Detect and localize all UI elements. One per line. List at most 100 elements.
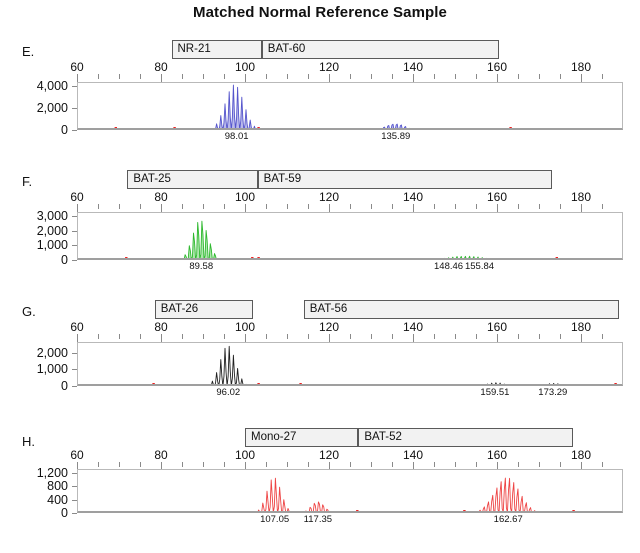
y-tick-label: 1,000 xyxy=(36,362,68,377)
x-tick-minor xyxy=(287,334,288,339)
x-tick-minor xyxy=(119,462,120,467)
electropherogram-plot[interactable] xyxy=(77,82,623,130)
x-tick-minor xyxy=(308,462,309,467)
x-tick-minor xyxy=(182,74,183,79)
electropherogram-plot[interactable] xyxy=(77,469,623,513)
x-tick-minor xyxy=(98,204,99,209)
x-tick-minor xyxy=(287,74,288,79)
x-tick-label: 180 xyxy=(570,320,592,334)
x-tick-minor xyxy=(539,334,540,339)
x-tick-label: 140 xyxy=(402,60,424,74)
x-tick-minor xyxy=(602,204,603,209)
x-tick-minor xyxy=(518,204,519,209)
x-tick-minor xyxy=(224,204,225,209)
trace-svg xyxy=(125,220,558,258)
x-tick-label: 160 xyxy=(486,190,508,204)
electropherogram-plot[interactable] xyxy=(77,342,623,386)
x-tick-label: 160 xyxy=(486,60,508,74)
x-tick-major xyxy=(161,204,162,212)
marker-label-box[interactable]: BAT-52 xyxy=(358,428,573,447)
x-tick-major xyxy=(77,334,78,342)
y-tick-label: 2,000 xyxy=(36,101,68,116)
x-tick-minor xyxy=(224,462,225,467)
y-tick-label: 400 xyxy=(47,492,68,507)
y-tick-label: 0 xyxy=(61,506,68,520)
marker-label-box[interactable]: Mono-27 xyxy=(245,428,359,447)
x-tick-minor xyxy=(371,204,372,209)
x-tick-minor xyxy=(119,74,120,79)
x-tick-major xyxy=(245,462,246,470)
x-tick-label: 140 xyxy=(402,190,424,204)
marker-label-box[interactable]: BAT-59 xyxy=(257,170,552,189)
x-tick-minor xyxy=(371,74,372,79)
x-tick-minor xyxy=(455,204,456,209)
x-tick-major xyxy=(245,204,246,212)
y-tick xyxy=(72,499,77,501)
peak-call-label: 148.46 xyxy=(434,261,464,272)
electropherogram-plot[interactable] xyxy=(77,212,623,260)
x-tick-major xyxy=(77,204,78,212)
peak-call-label: 173.29 xyxy=(538,387,568,398)
x-tick-label: 180 xyxy=(570,60,592,74)
x-tick-minor xyxy=(98,74,99,79)
y-tick-label: 1,000 xyxy=(36,238,68,253)
x-tick-minor xyxy=(98,462,99,467)
x-tick-minor xyxy=(98,334,99,339)
y-tick xyxy=(72,230,77,232)
x-tick-major xyxy=(581,462,582,470)
x-tick-minor xyxy=(287,204,288,209)
x-tick-minor xyxy=(308,334,309,339)
x-tick-minor xyxy=(392,334,393,339)
x-tick-minor xyxy=(266,462,267,467)
y-tick-label: 1,200 xyxy=(36,466,68,480)
marker-label-box[interactable]: BAT-25 xyxy=(127,170,258,189)
x-tick-minor xyxy=(203,334,204,339)
x-tick-minor xyxy=(434,204,435,209)
x-tick-major xyxy=(329,462,330,470)
x-tick-minor xyxy=(182,334,183,339)
y-tick xyxy=(72,473,77,474)
x-tick-minor xyxy=(539,74,540,79)
marker-label-box[interactable]: BAT-60 xyxy=(261,40,500,59)
x-tick-major xyxy=(413,204,414,212)
x-tick-minor xyxy=(455,74,456,79)
x-tick-major xyxy=(329,334,330,342)
x-tick-minor xyxy=(434,334,435,339)
marker-label-box[interactable]: BAT-26 xyxy=(154,300,254,319)
x-tick-minor xyxy=(392,204,393,209)
trace-svg xyxy=(257,477,575,511)
y-tick-label: 0 xyxy=(61,253,68,267)
x-tick-minor xyxy=(560,74,561,79)
x-tick-minor xyxy=(476,204,477,209)
panel-letter: G. xyxy=(22,304,36,319)
x-tick-minor xyxy=(539,204,540,209)
x-tick-minor xyxy=(434,74,435,79)
y-tick xyxy=(72,245,77,247)
x-tick-label: 120 xyxy=(318,448,340,462)
y-tick-label: 800 xyxy=(47,479,68,494)
y-tick-label: 3,000 xyxy=(36,209,68,224)
x-tick-major xyxy=(413,462,414,470)
panel-letter: F. xyxy=(22,174,33,189)
marker-label-box[interactable]: BAT-56 xyxy=(303,300,619,319)
y-tick xyxy=(72,513,77,514)
x-tick-label: 120 xyxy=(318,60,340,74)
x-tick-major xyxy=(497,462,498,470)
x-tick-label: 80 xyxy=(154,448,168,462)
x-tick-label: 80 xyxy=(154,320,168,334)
x-tick-major xyxy=(77,74,78,82)
x-tick-major xyxy=(581,74,582,82)
x-tick-major xyxy=(245,334,246,342)
x-tick-label: 160 xyxy=(486,448,508,462)
trace-svg xyxy=(114,84,512,128)
x-tick-minor xyxy=(203,74,204,79)
x-tick-minor xyxy=(392,74,393,79)
marker-label-box[interactable]: NR-21 xyxy=(171,40,262,59)
x-tick-minor xyxy=(350,334,351,339)
